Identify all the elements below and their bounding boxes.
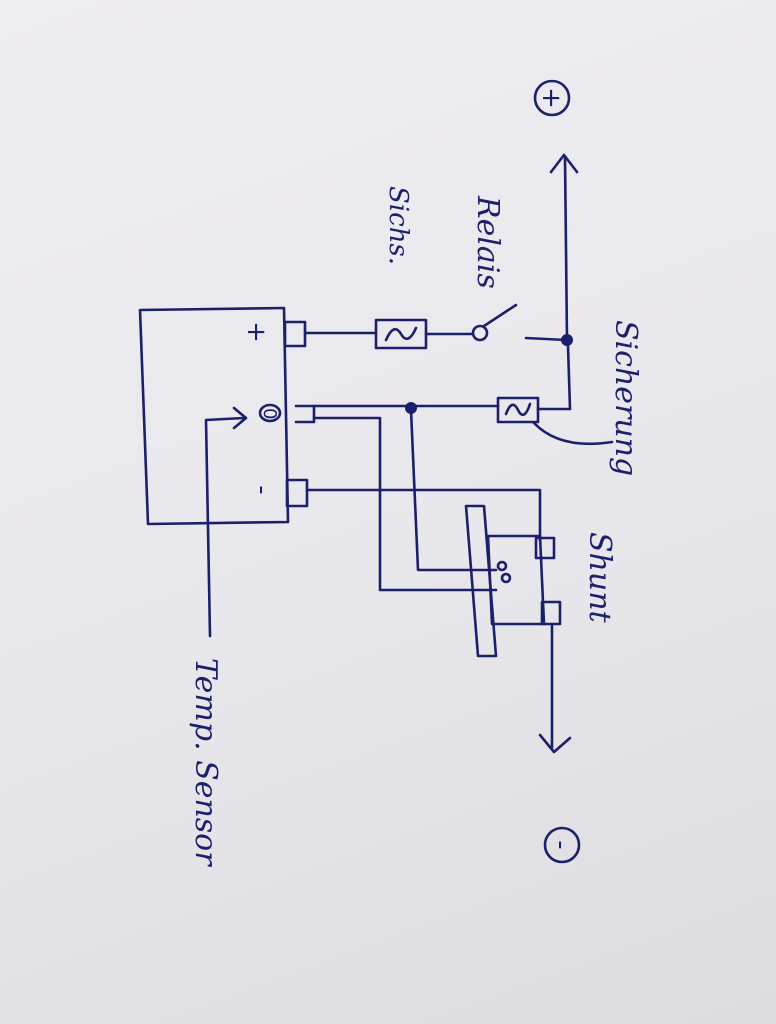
arrow-down-icon <box>538 733 572 754</box>
battery: + - <box>138 306 316 526</box>
negative-terminal: - <box>543 826 581 864</box>
relay-switch-blade <box>482 303 518 328</box>
positive-terminal-symbol: + <box>536 87 566 109</box>
junction-node-top <box>561 334 573 346</box>
shunt <box>464 504 562 658</box>
positive-terminal: + <box>533 79 571 117</box>
label-shunt: Shunt <box>582 532 617 624</box>
arrow-right-icon <box>232 406 248 430</box>
shunt-terminal-bottom <box>540 600 562 626</box>
positive-output-line <box>549 153 579 342</box>
label-fuse-2: Sicherung <box>608 320 643 476</box>
battery-plus-post <box>283 320 307 348</box>
negative-terminal-symbol: - <box>546 840 576 849</box>
fuse-symbol-1 <box>384 326 418 342</box>
battery-minus-sign: - <box>247 485 277 494</box>
battery-minus-post <box>285 478 309 508</box>
fuse-branch <box>312 344 614 446</box>
label-temp-sensor: Temp. Sensor <box>188 658 223 867</box>
shunt-terminal-top <box>534 536 556 560</box>
arrow-up-icon <box>549 153 579 174</box>
relay-contact <box>471 324 489 342</box>
fuse-symbol-2 <box>504 402 532 417</box>
temp-sensor-lead <box>204 406 248 638</box>
positive-branch <box>303 303 573 350</box>
battery-temp-symbol: 0 <box>259 408 280 419</box>
battery-temp-port <box>258 403 282 423</box>
label-relay: Relais <box>470 195 505 289</box>
shunt-plate <box>464 504 498 658</box>
junction-node-middle <box>405 402 417 414</box>
fuse-leader-line <box>532 421 614 446</box>
battery-plus-sign: + <box>241 321 271 343</box>
label-fuse: Sichs. <box>383 186 413 265</box>
negative-output-line <box>538 623 572 754</box>
